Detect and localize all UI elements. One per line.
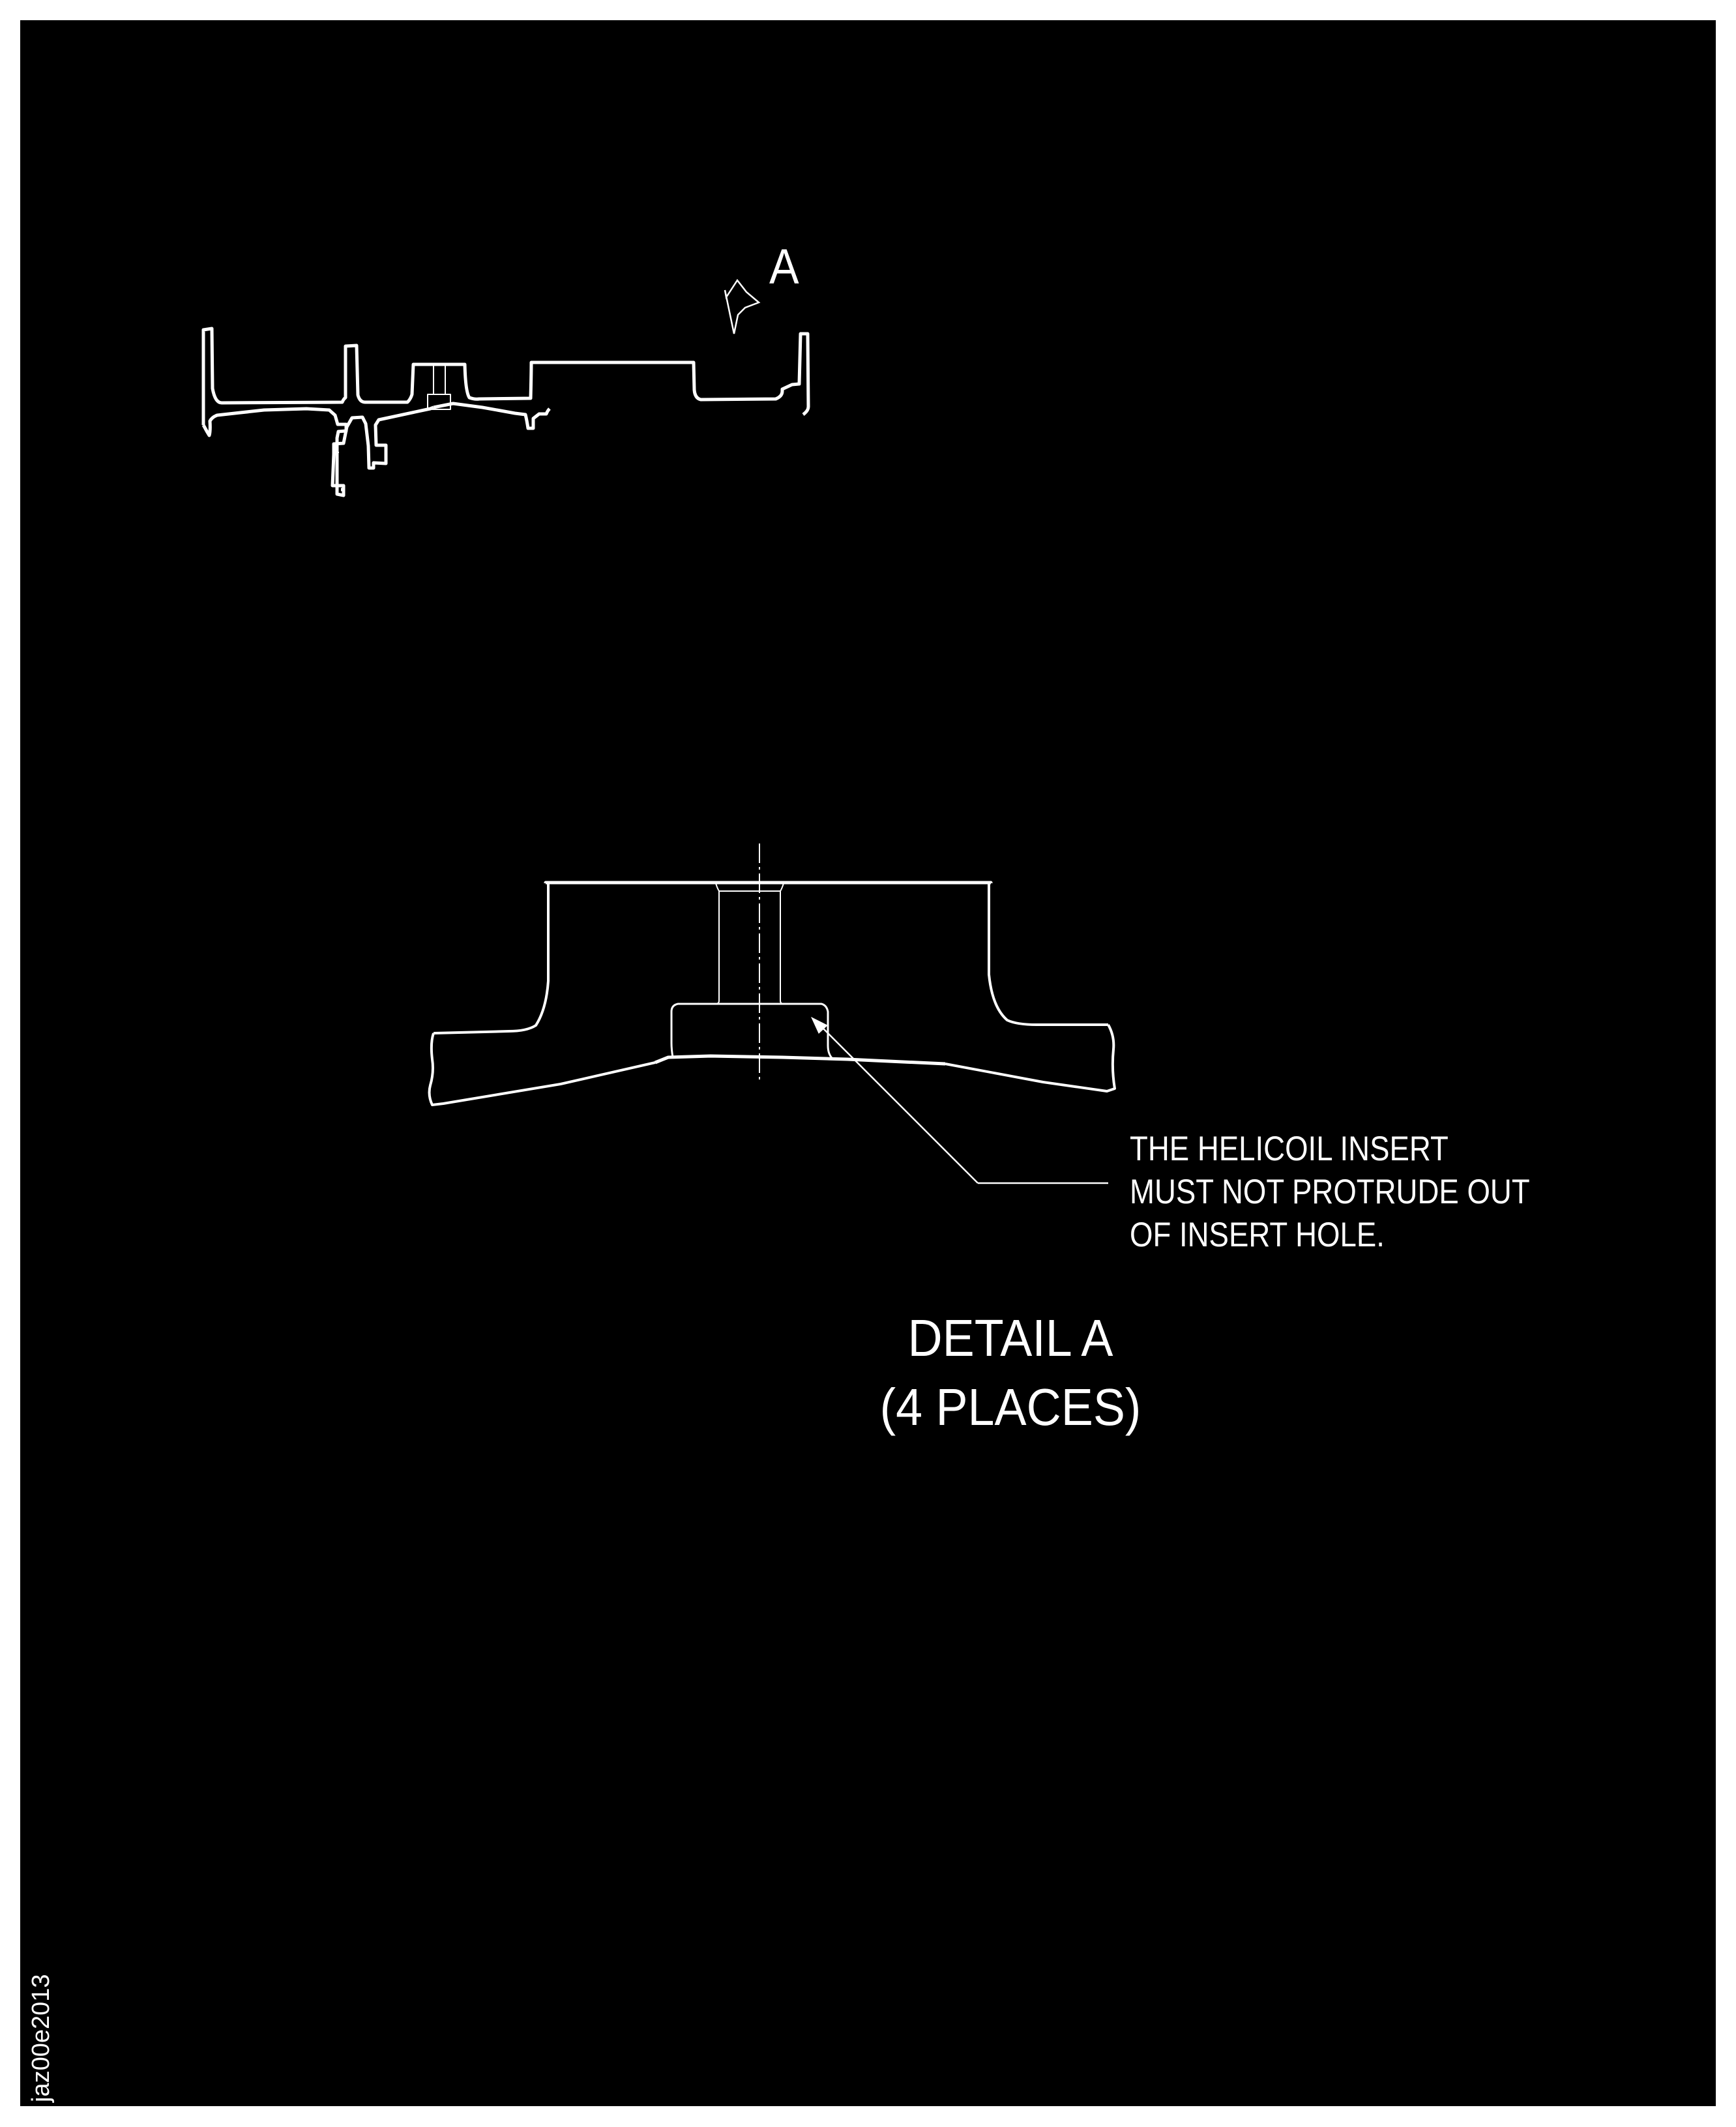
figure-id: jaz00e2013 (27, 1974, 55, 2102)
drawing-panel (20, 20, 1716, 2106)
detail-a-view (428, 843, 1116, 1106)
overview-cross-section (201, 327, 810, 497)
callout-letter-a: A (769, 239, 799, 295)
note-line: THE HELICOIL INSERT (1130, 1130, 1449, 1168)
note-line: MUST NOT PROTRUDE OUT (1130, 1173, 1530, 1211)
detail-title-line: DETAIL A (907, 1309, 1113, 1367)
leader-arrow (810, 1016, 1108, 1184)
note-line: OF INSERT HOLE. (1130, 1216, 1385, 1254)
helicoil-note: THE HELICOIL INSERT MUST NOT PROTRUDE OU… (1130, 1128, 1530, 1257)
detail-title-line: (4 PLACES) (879, 1378, 1141, 1436)
callout-arrow-icon (724, 278, 761, 334)
detail-title: DETAIL A (4 PLACES) (861, 1304, 1160, 1442)
